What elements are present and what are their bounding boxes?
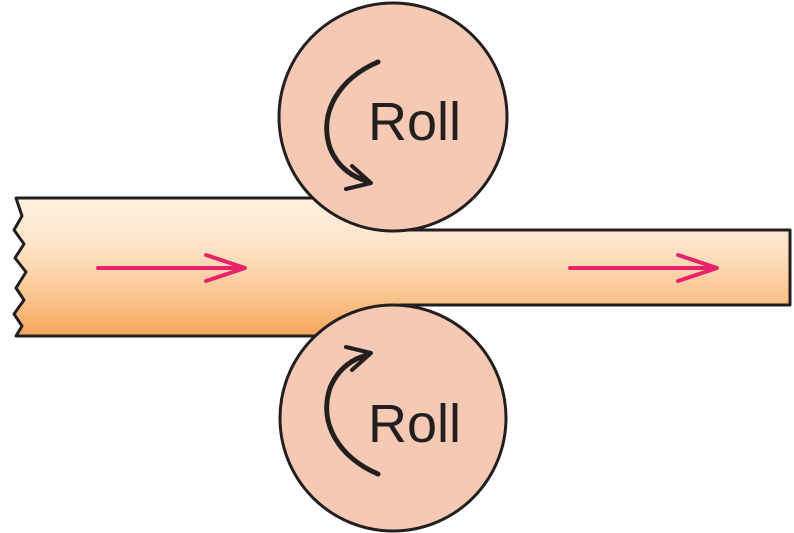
flow-arrow-left bbox=[96, 253, 247, 283]
bottom-roll: Roll bbox=[278, 303, 508, 533]
bottom-roll-label: Roll bbox=[368, 394, 461, 454]
workpiece-strip bbox=[12, 196, 792, 338]
top-roll: Roll bbox=[277, 1, 509, 233]
clockwise-arrow-icon bbox=[324, 59, 381, 184]
flow-arrow-right bbox=[568, 253, 719, 283]
top-roll-label: Roll bbox=[368, 92, 461, 152]
counterclockwise-arrow-icon bbox=[324, 352, 381, 477]
